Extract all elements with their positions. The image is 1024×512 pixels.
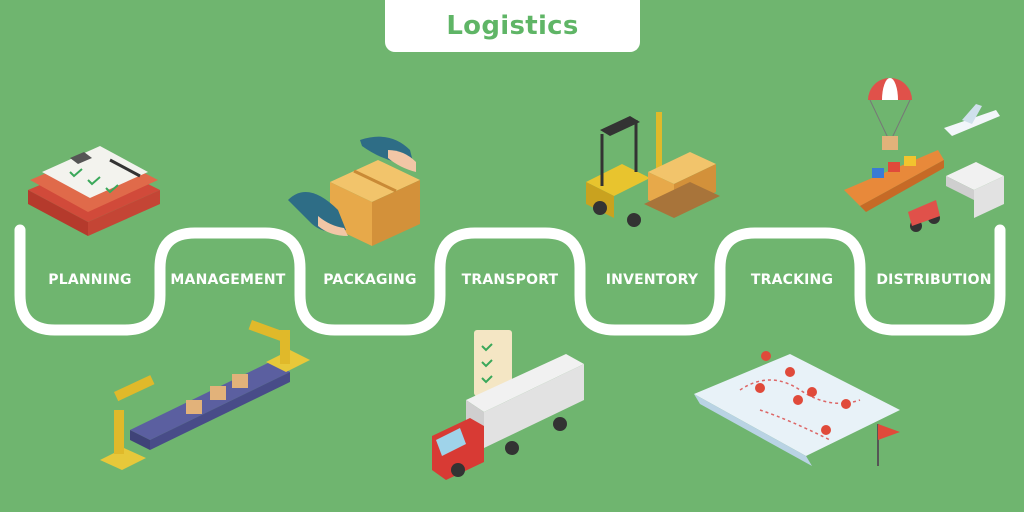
delivery-truck-icon xyxy=(432,330,584,480)
step-label-inventory: INVENTORY xyxy=(605,272,699,288)
step-label-transport: TRANSPORT xyxy=(461,272,559,288)
step-label-planning: PLANNING xyxy=(48,272,132,288)
step-label-packaging: PACKAGING xyxy=(323,272,417,288)
step-label-distribution: DISTRIBUTION xyxy=(876,272,992,288)
multimodal-delivery-icon xyxy=(844,78,1004,232)
page-title: Logistics xyxy=(446,11,579,41)
robotic-conveyor-icon xyxy=(100,319,310,470)
process-path xyxy=(14,224,1006,336)
hands-holding-box-icon xyxy=(288,136,420,246)
step-label-tracking: TRACKING xyxy=(750,272,834,288)
step-label-management: MANAGEMENT xyxy=(170,272,286,288)
title-banner: Logistics xyxy=(385,0,640,52)
map-route-pins-icon xyxy=(694,351,900,466)
forklift-pallet-icon xyxy=(586,112,720,227)
clipboard-checklist-icon xyxy=(28,146,160,236)
